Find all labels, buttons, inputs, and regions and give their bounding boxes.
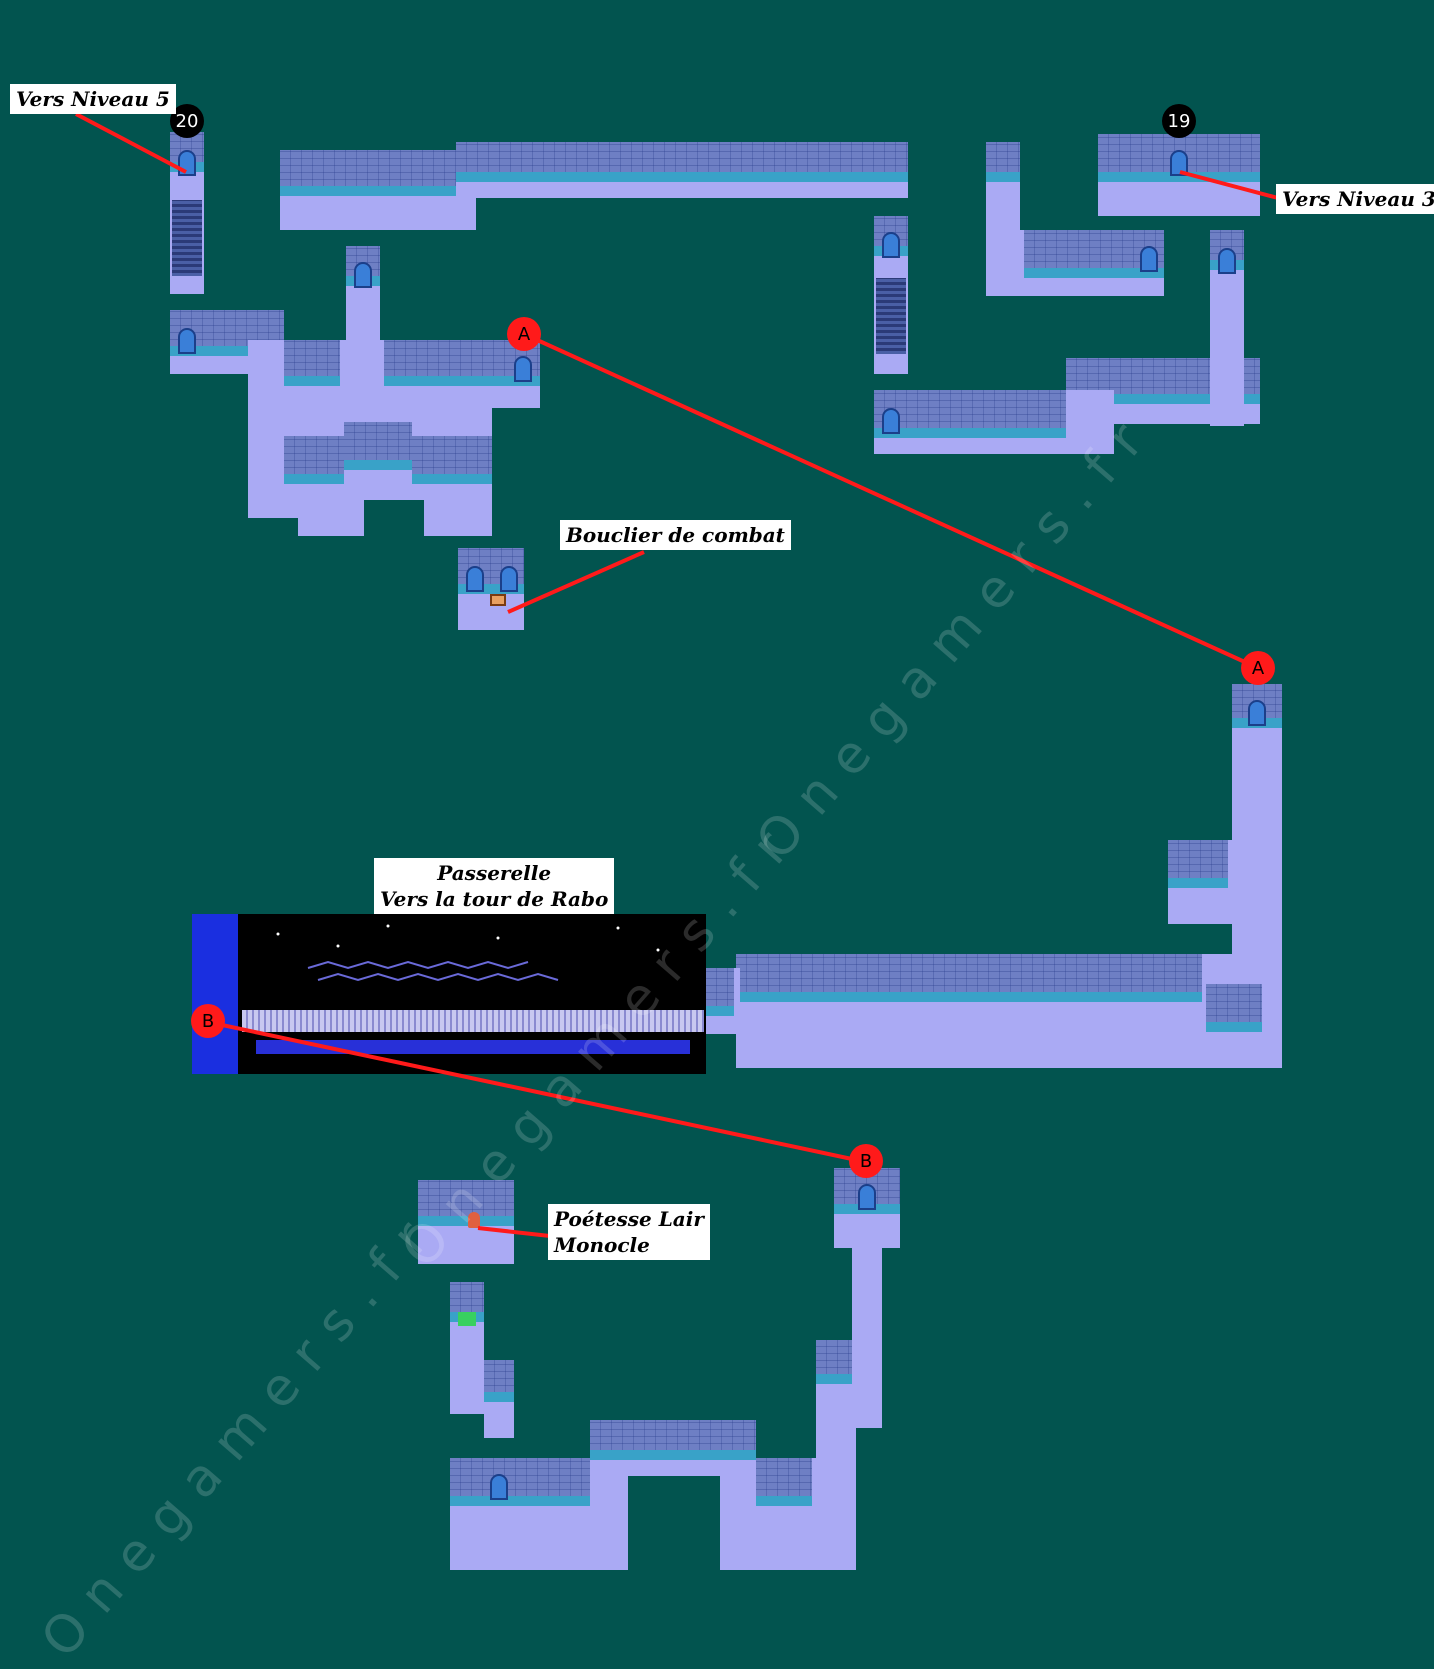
chest-icon [490, 594, 506, 606]
gap [628, 1476, 720, 1572]
wall [284, 436, 344, 484]
label-walkway-line2: Vers la tour de Rabo [380, 887, 609, 911]
wall [1206, 984, 1262, 1032]
wall [1168, 840, 1228, 888]
wall [412, 436, 492, 484]
gap [364, 500, 424, 536]
door-icon [882, 408, 900, 434]
wall [344, 422, 412, 470]
room-left-lower-ext2 [424, 500, 492, 536]
npc-poetess-icon [468, 1212, 480, 1228]
label-walkway-line1: Passerelle [437, 861, 552, 885]
door-icon [354, 262, 372, 288]
wall [1244, 358, 1260, 404]
wall [756, 1458, 812, 1506]
door-icon [178, 328, 196, 354]
stairs [876, 278, 906, 354]
room-left-lower-ext [298, 500, 364, 536]
pointer-line-poetess [477, 1226, 551, 1238]
door-icon [1218, 248, 1236, 274]
door-icon [1170, 150, 1188, 176]
wall [280, 150, 456, 196]
link-marker-a-end: A [1241, 651, 1275, 685]
label-poetess: Poétesse Lair Monocle [548, 1204, 710, 1260]
wall [284, 340, 340, 386]
exit-marker-20: 20 [170, 104, 204, 138]
label-to-level-3: Vers Niveau 3 [1276, 184, 1434, 214]
pointer-line-level5 [75, 112, 187, 174]
door-icon [490, 1474, 508, 1500]
door-icon [1248, 700, 1266, 726]
wall [1066, 358, 1210, 404]
walkway-water [256, 1040, 690, 1054]
door-icon [500, 566, 518, 592]
walkway-wall [192, 914, 238, 1074]
wall [590, 1420, 756, 1460]
exit-marker-19: 19 [1162, 104, 1196, 138]
room-b-shaft [852, 1240, 882, 1428]
stairs [172, 200, 202, 276]
door-icon [1140, 246, 1158, 272]
wall [986, 142, 1020, 182]
wall [874, 390, 1066, 438]
link-marker-a-start: A [507, 317, 541, 351]
door-icon [858, 1184, 876, 1210]
wall [484, 1360, 514, 1402]
label-walkway: Passerelle Vers la tour de Rabo [374, 858, 615, 914]
wall [456, 142, 908, 182]
door-icon [514, 356, 532, 382]
wall [450, 1458, 590, 1506]
link-line-a [523, 332, 1259, 670]
link-marker-b-end: B [849, 1144, 883, 1178]
label-poetess-line2: Monocle [554, 1233, 650, 1257]
door-icon [466, 566, 484, 592]
wall [706, 968, 734, 1016]
link-marker-b-start: B [191, 1004, 225, 1038]
pointer-line-shield [507, 550, 645, 614]
link-line-b [207, 1020, 867, 1164]
night-sky [276, 924, 660, 982]
label-poetess-line1: Poétesse Lair [554, 1207, 704, 1231]
wall [418, 1180, 514, 1226]
wall [816, 1340, 852, 1384]
pointer-line-level3 [1179, 170, 1279, 200]
walkway-bridge [242, 1010, 704, 1032]
door-icon [882, 232, 900, 258]
label-to-level-5: Vers Niveau 5 [10, 84, 176, 114]
plant-icon [458, 1312, 476, 1326]
label-combat-shield: Bouclier de combat [560, 520, 791, 550]
wall [736, 954, 1202, 1002]
